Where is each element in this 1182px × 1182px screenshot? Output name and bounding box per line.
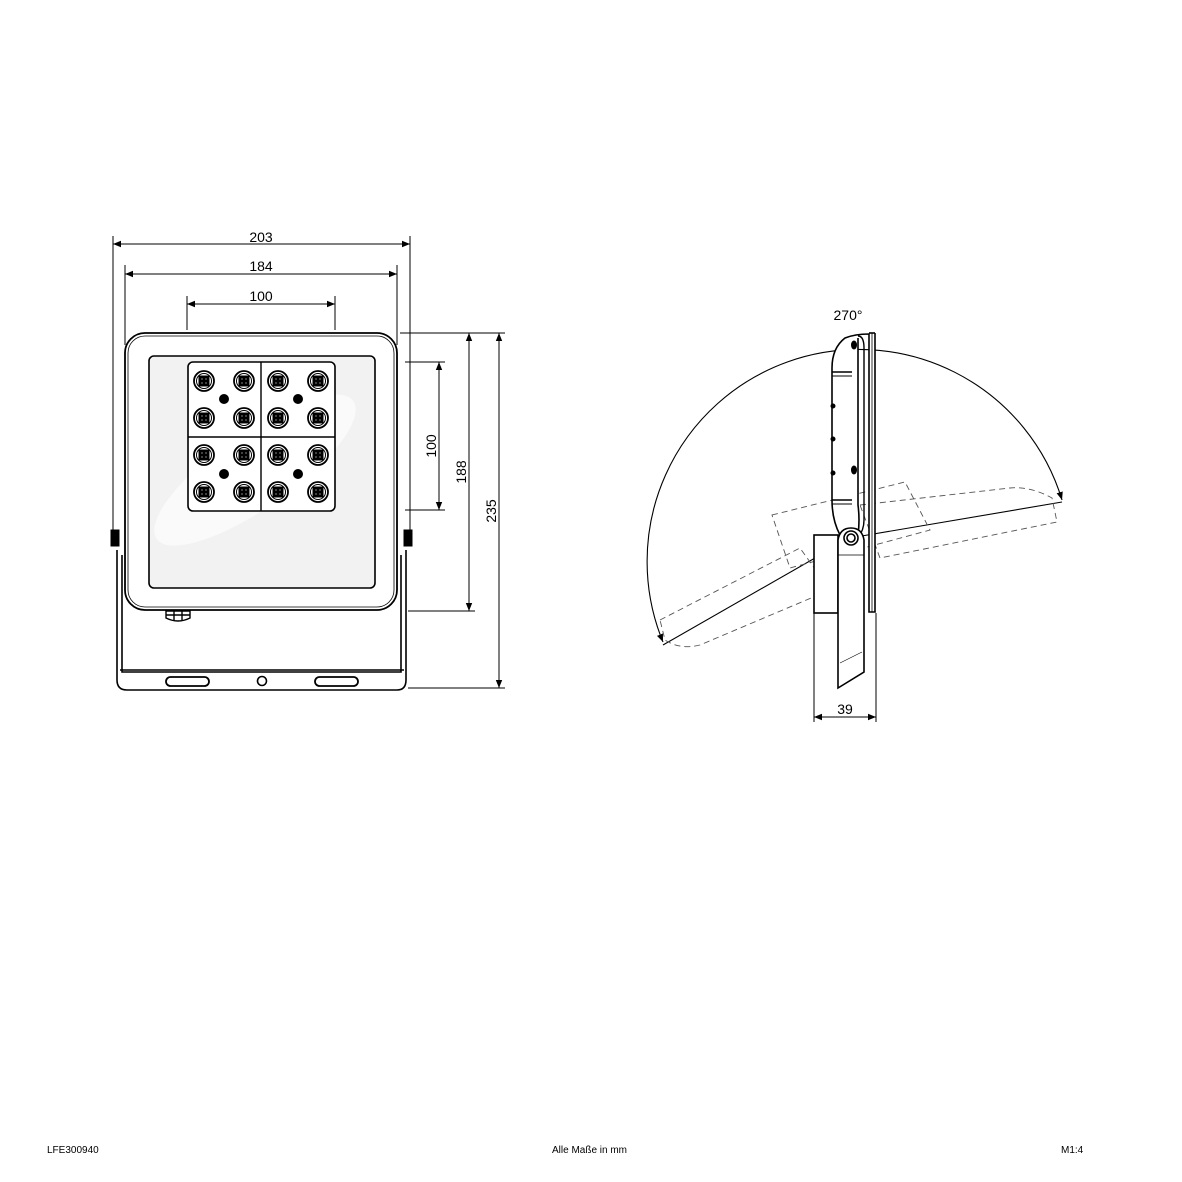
led-icon	[193, 407, 215, 429]
led-icon	[307, 370, 329, 392]
led-icon	[307, 407, 329, 429]
vertical-dimension-lines	[435, 333, 503, 688]
led-icon	[307, 444, 329, 466]
front-view	[110, 236, 505, 691]
led-icon	[233, 444, 255, 466]
led-icon	[267, 370, 289, 392]
cable-gland	[165, 610, 191, 622]
dim-depth: 39	[837, 701, 853, 717]
dim-overall-height: 235	[483, 499, 499, 523]
led-icon	[267, 481, 289, 503]
led-icon	[193, 481, 215, 503]
dim-housing-width: 184	[249, 258, 273, 274]
led-icon	[233, 407, 255, 429]
led-icon	[267, 407, 289, 429]
rotation-arc	[646, 348, 1063, 643]
led-icon	[233, 370, 255, 392]
mounting-bracket	[116, 550, 407, 691]
dim-rotation-angle: 270°	[834, 307, 863, 323]
dim-overall-width: 203	[249, 229, 273, 245]
horizontal-dimension-lines	[113, 240, 410, 308]
led-icon	[193, 370, 215, 392]
tilted-ghost-outlines	[659, 481, 1058, 648]
extension-lines	[112, 236, 505, 689]
scale-label: M1:4	[1061, 1145, 1084, 1156]
sensor-dot-icon	[293, 394, 303, 404]
side-view	[646, 332, 1063, 722]
article-number: LFE300940	[47, 1145, 99, 1156]
bracket-side	[813, 527, 865, 690]
led-module	[187, 361, 336, 512]
pivot-knob-left	[110, 529, 120, 547]
pivot-knob-right	[403, 529, 413, 547]
dim-led-module-height: 100	[423, 434, 439, 458]
units-note: Alle Maße in mm	[552, 1145, 628, 1156]
led-icon	[233, 481, 255, 503]
dim-housing-height: 188	[453, 460, 469, 484]
led-array	[193, 370, 329, 503]
led-icon	[193, 444, 215, 466]
sensor-dot-icon	[293, 469, 303, 479]
sensor-dot-icon	[219, 394, 229, 404]
luminaire-side-body	[830, 332, 876, 613]
led-icon	[267, 444, 289, 466]
dim-led-module-width: 100	[249, 288, 273, 304]
led-icon	[307, 481, 329, 503]
sensor-dot-icon	[219, 469, 229, 479]
